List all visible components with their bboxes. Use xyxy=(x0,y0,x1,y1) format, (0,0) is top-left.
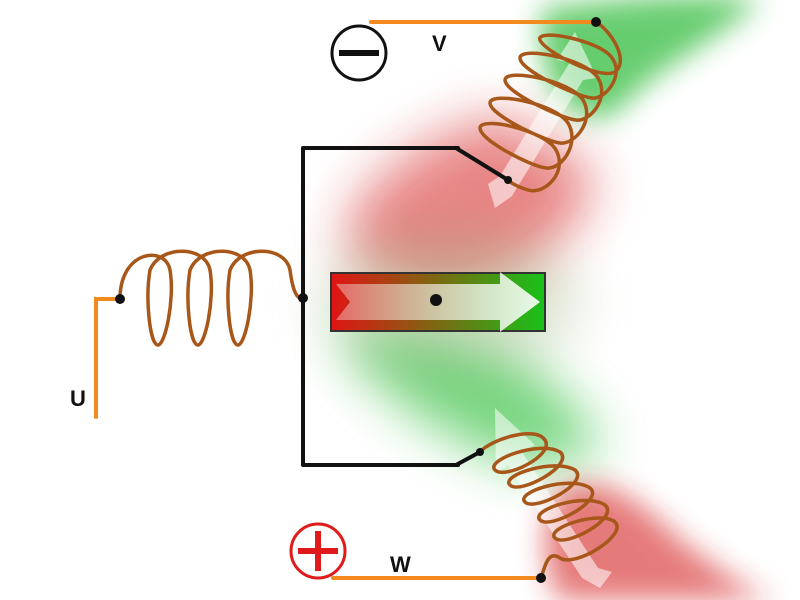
common-circuit xyxy=(301,146,510,467)
coil-v-winding xyxy=(478,20,623,193)
rotor-axle xyxy=(430,294,442,306)
positive-terminal-symbol xyxy=(289,522,347,580)
field-arrow-upper xyxy=(488,32,597,208)
dot-v-terminal xyxy=(591,17,601,27)
plus-icon-vertical xyxy=(315,531,321,571)
dot-u-coil xyxy=(115,294,125,304)
coil-u xyxy=(118,249,305,347)
dot-v-common xyxy=(504,176,512,184)
field-arrow-lower xyxy=(495,408,612,588)
field-upper-north xyxy=(540,0,760,118)
circuit-upper-lead xyxy=(454,146,510,182)
coil-w-winding xyxy=(478,431,619,580)
label-w: W xyxy=(390,552,411,577)
field-arrows xyxy=(488,32,612,588)
connection-dots xyxy=(115,17,601,583)
wire-u xyxy=(94,297,122,419)
rotor-magnet xyxy=(330,272,546,332)
dot-w-common xyxy=(476,448,484,456)
coil-w xyxy=(478,431,619,580)
label-u: U xyxy=(70,386,86,411)
minus-icon xyxy=(339,50,379,56)
circuit-upper xyxy=(301,146,460,467)
coil-v xyxy=(478,20,623,193)
coil-u-winding xyxy=(118,249,305,347)
negative-terminal-symbol xyxy=(330,24,388,82)
circuit-lower-lead xyxy=(454,450,482,467)
wiring xyxy=(94,20,598,580)
label-v: V xyxy=(432,31,447,56)
dot-w-terminal xyxy=(536,573,546,583)
dot-u-common xyxy=(298,293,308,303)
